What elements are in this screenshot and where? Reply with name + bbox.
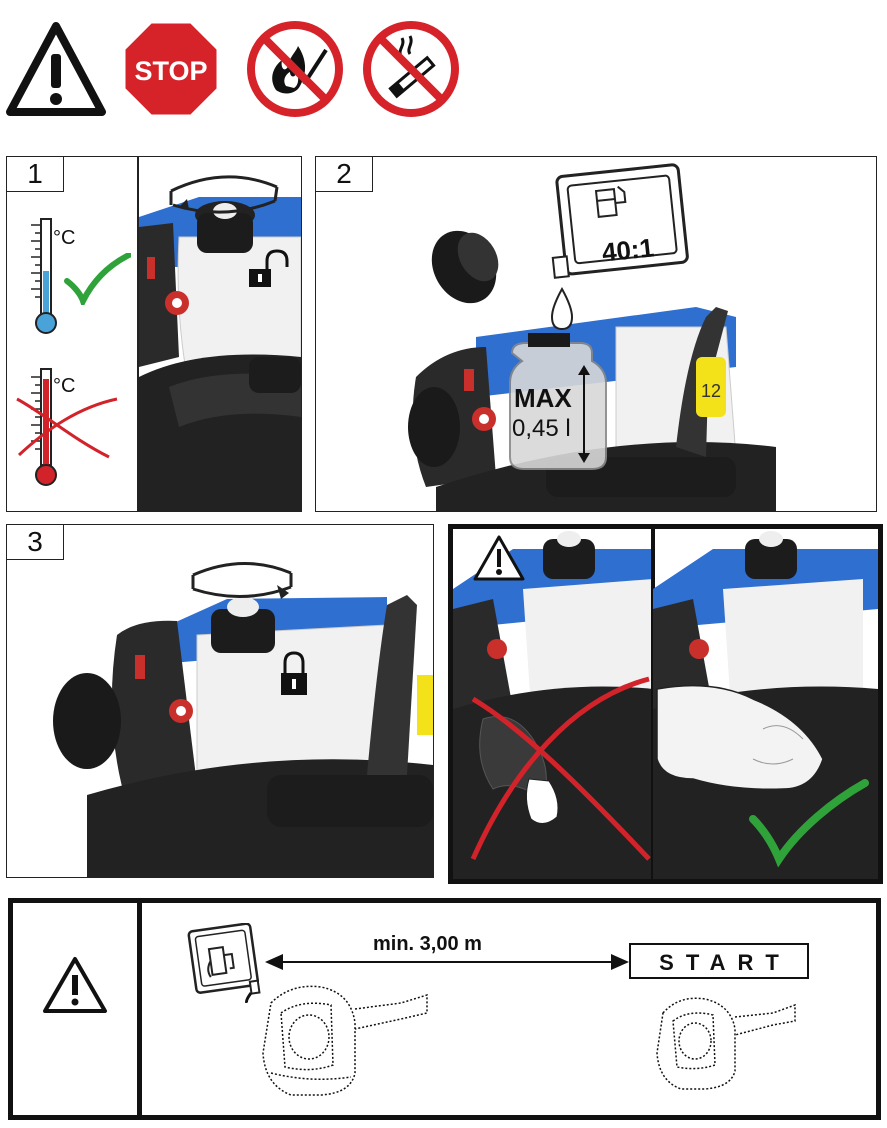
step-1-panel: 1 °C °C (6, 156, 302, 512)
max-label: MAX (514, 383, 572, 413)
step-number: 1 (7, 157, 64, 192)
fuel-canister-icon (187, 923, 261, 1003)
temp-unit-label: °C (53, 227, 76, 249)
divider (137, 903, 142, 1115)
svg-text:12: 12 (701, 381, 721, 401)
wipe-spill-panel (448, 524, 883, 884)
distance-label: min. 3,00 m (373, 933, 482, 955)
stop-sign-text: STOP (134, 56, 207, 86)
step-number: 3 (7, 525, 64, 560)
no-open-flame-icon (247, 21, 343, 117)
mix-ratio-label: 40:1 (600, 232, 656, 268)
cold-thermometer-icon (31, 218, 57, 334)
max-volume-label: 0,45 l (512, 415, 571, 442)
step-number: 2 (316, 157, 373, 192)
blower-tank-photo (139, 157, 301, 511)
blower-sketch-far (656, 997, 796, 1090)
check-mark-icon (64, 253, 131, 305)
cross-mark-icon (16, 397, 118, 459)
step-2-panel: 2 12 40:1 MAX 0,45 l (315, 156, 877, 512)
warning-triangle-icon (43, 957, 107, 1013)
spill-comparison-photo (453, 529, 878, 879)
warning-triangle-icon (6, 22, 106, 116)
no-smoking-icon (363, 21, 459, 117)
start-distance-panel: min. 3,00 m START (8, 898, 881, 1120)
temp-unit-label: °C (53, 375, 76, 397)
distance-arrow (265, 954, 629, 970)
fuel-fill-photo: 12 (408, 163, 776, 511)
step-3-panel: 3 (6, 524, 434, 878)
stop-sign-icon: STOP (122, 20, 220, 118)
blower-sketch-near (262, 985, 428, 1096)
cap-closed-photo (53, 561, 433, 877)
start-label: START (629, 943, 809, 979)
divider (137, 157, 139, 511)
